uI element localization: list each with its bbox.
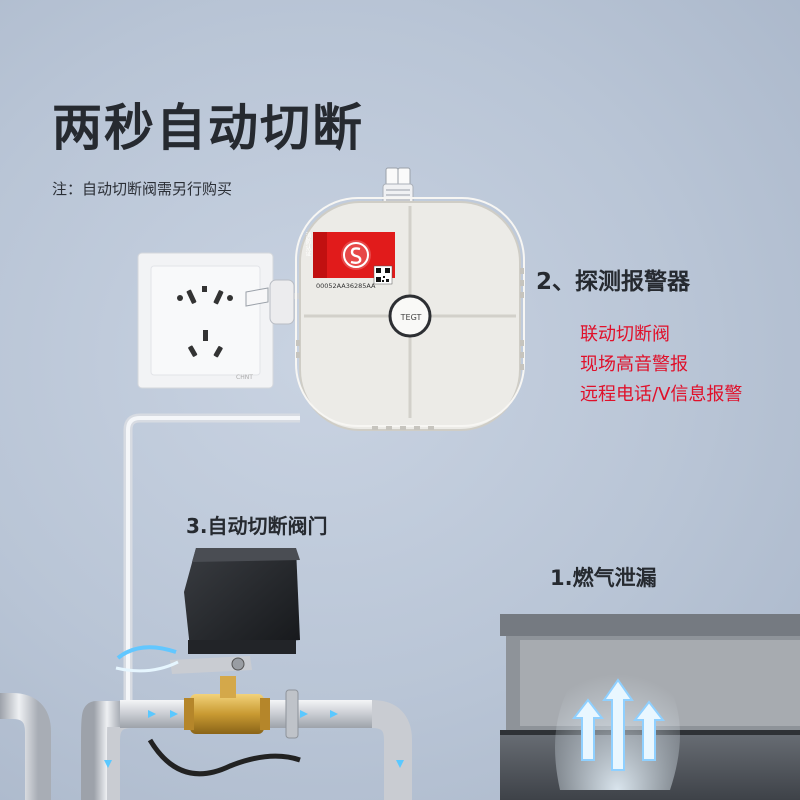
purchase-note: 注：自动切断阀需另行购买 bbox=[52, 180, 233, 198]
sticker-text: 消防认证 bbox=[304, 232, 311, 256]
valve-actuator bbox=[115, 548, 300, 674]
ball-valve bbox=[184, 676, 270, 734]
wall-socket bbox=[137, 252, 274, 389]
gas-detector bbox=[295, 197, 525, 431]
valve-label: 3.自动切断阀门 bbox=[186, 514, 328, 538]
detector-cable bbox=[382, 167, 414, 207]
feature-siren: 现场高音警报 bbox=[580, 354, 688, 375]
detector-button-label: TEGT bbox=[400, 313, 422, 322]
feature-remote-alert: 远程电话/V信息报警 bbox=[580, 384, 743, 405]
detector-serial: 00052AA36285AA bbox=[316, 282, 376, 290]
feature-linked-valve: 联动切断阀 bbox=[580, 324, 670, 345]
leak-label: 1.燃气泄漏 bbox=[550, 566, 657, 590]
detector-label: 2、探测报警器 bbox=[536, 269, 691, 295]
qr-code bbox=[373, 265, 393, 285]
socket-brand: CHNT bbox=[236, 374, 253, 381]
gas-leak-effect bbox=[555, 645, 680, 790]
headline: 两秒自动切断 bbox=[52, 99, 364, 157]
